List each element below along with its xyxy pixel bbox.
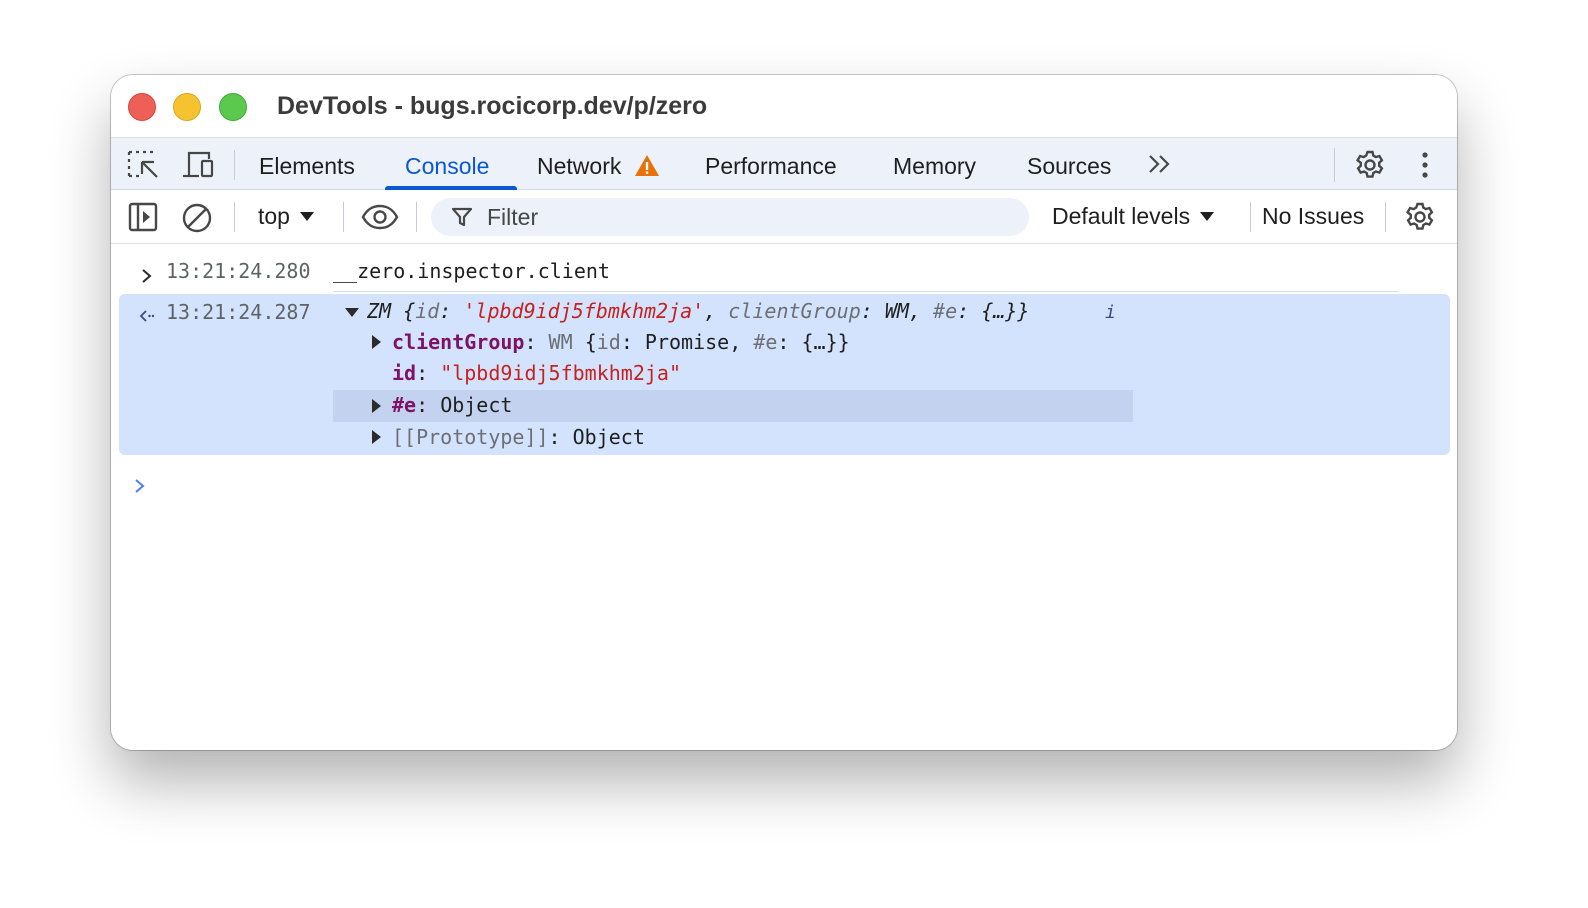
preview-key-id: id	[596, 330, 621, 354]
show-sidebar-icon[interactable]	[128, 202, 158, 237]
property-value: "lpbd9idj5fbmkhm2ja"	[440, 361, 682, 385]
colon: :	[957, 299, 970, 323]
tab-console[interactable]: Console	[405, 153, 490, 179]
console-prompt-icon	[134, 475, 146, 499]
inspect-element-icon[interactable]	[127, 150, 159, 185]
console-output: 13:21:24.280 __zero.inspector.client 13:…	[111, 244, 1457, 750]
console-settings-gear-icon[interactable]	[1404, 201, 1436, 238]
filter-funnel-icon	[451, 206, 473, 233]
tab-network-label: Network	[537, 153, 622, 179]
more-tabs-chevron-icon[interactable]	[1147, 153, 1173, 180]
property-key: id	[392, 361, 417, 385]
property-value: Object	[572, 425, 645, 449]
input-expression[interactable]: __zero.inspector.client	[333, 259, 610, 283]
brace-open: {	[584, 330, 597, 354]
property-value: Object	[440, 393, 513, 417]
result-arrow-icon	[139, 305, 155, 329]
tab-elements[interactable]: Elements	[259, 153, 355, 179]
summary-value-e: {…}	[981, 299, 1018, 323]
colon: :	[439, 299, 452, 323]
device-toolbar-icon[interactable]	[181, 150, 215, 185]
summary-value-clientgroup: WM	[884, 299, 909, 323]
settings-gear-icon[interactable]	[1354, 149, 1386, 186]
object-class-name: ZM	[367, 299, 392, 323]
expand-triangle-icon[interactable]	[372, 335, 381, 349]
preview-value-promise: Promise,	[644, 330, 742, 354]
live-expression-eye-icon[interactable]	[361, 202, 399, 237]
tab-sources[interactable]: Sources	[1027, 153, 1112, 179]
console-toolbar: top Default levels No Issues	[111, 190, 1457, 244]
info-icon[interactable]: i	[1105, 302, 1116, 323]
log-levels-dropdown[interactable]: Default levels	[1052, 203, 1215, 230]
summary-value-id: 'lpbd9idj5fbmkhm2ja'	[463, 299, 705, 323]
minimize-window-button[interactable]	[173, 93, 201, 121]
expand-triangle-icon[interactable]	[372, 430, 381, 444]
expand-triangle-icon[interactable]	[372, 399, 381, 413]
object-summary[interactable]: ZM {id: 'lpbd9idj5fbmkhm2ja', clientGrou…	[367, 299, 1029, 323]
context-selector[interactable]: top	[258, 203, 314, 230]
summary-key-e: #e	[933, 299, 958, 323]
comma: ,	[908, 299, 921, 323]
result-entry	[119, 294, 1450, 455]
result-timestamp: 13:21:24.287	[166, 300, 311, 324]
tab-performance[interactable]: Performance	[705, 153, 837, 179]
more-options-kebab-icon[interactable]	[1420, 151, 1430, 184]
brace-close: }	[1017, 299, 1030, 323]
property-type: WM	[548, 330, 573, 354]
panel-tab-bar: Elements Console Network Performance Mem…	[111, 137, 1457, 190]
tab-memory[interactable]: Memory	[893, 153, 977, 179]
hovered-property-row	[333, 390, 1133, 422]
log-levels-label: Default levels	[1052, 203, 1191, 229]
warning-icon	[634, 141, 660, 197]
property-key: clientGroup	[392, 330, 525, 354]
close-window-button[interactable]	[128, 93, 156, 121]
input-timestamp: 13:21:24.280	[166, 259, 311, 283]
comma: ,	[704, 299, 717, 323]
console-prompt-input[interactable]	[161, 466, 1441, 498]
property-prototype[interactable]: [[Prototype]]: Object	[392, 425, 645, 449]
tab-network[interactable]: Network	[537, 138, 660, 190]
collapse-triangle-icon[interactable]	[345, 308, 359, 317]
clear-console-icon[interactable]	[181, 202, 213, 239]
property-e[interactable]: #e: Object	[392, 393, 513, 417]
summary-key-clientgroup: clientGroup	[728, 299, 861, 323]
title-bar: DevTools - bugs.rocicorp.dev/p/zero	[111, 75, 1457, 137]
brace-open: {	[403, 299, 416, 323]
caret-down-icon	[1200, 212, 1215, 221]
issues-counter[interactable]: No Issues	[1262, 203, 1365, 229]
filter-input[interactable]	[487, 198, 1007, 236]
maximize-window-button[interactable]	[219, 93, 247, 121]
property-key: [[Prototype]]	[392, 425, 549, 449]
property-clientgroup[interactable]: clientGroup: WM {id: Promise, #e: {…}}	[392, 330, 850, 354]
property-key: #e	[392, 393, 417, 417]
caret-down-icon	[299, 212, 314, 221]
window-title: DevTools - bugs.rocicorp.dev/p/zero	[277, 92, 708, 120]
input-prompt-chevron-icon	[141, 265, 153, 289]
filter-box	[431, 198, 1029, 236]
entry-divider	[333, 291, 1399, 292]
context-selector-label: top	[258, 203, 290, 229]
active-tab-indicator	[385, 186, 517, 190]
property-id[interactable]: id: "lpbd9idj5fbmkhm2ja"	[392, 361, 682, 385]
preview-key-e: #e	[753, 330, 778, 354]
colon: :	[860, 299, 873, 323]
devtools-window: DevTools - bugs.rocicorp.dev/p/zero Elem…	[111, 75, 1457, 750]
preview-value-e: {…}}	[801, 330, 850, 354]
summary-key-id: id	[415, 299, 440, 323]
